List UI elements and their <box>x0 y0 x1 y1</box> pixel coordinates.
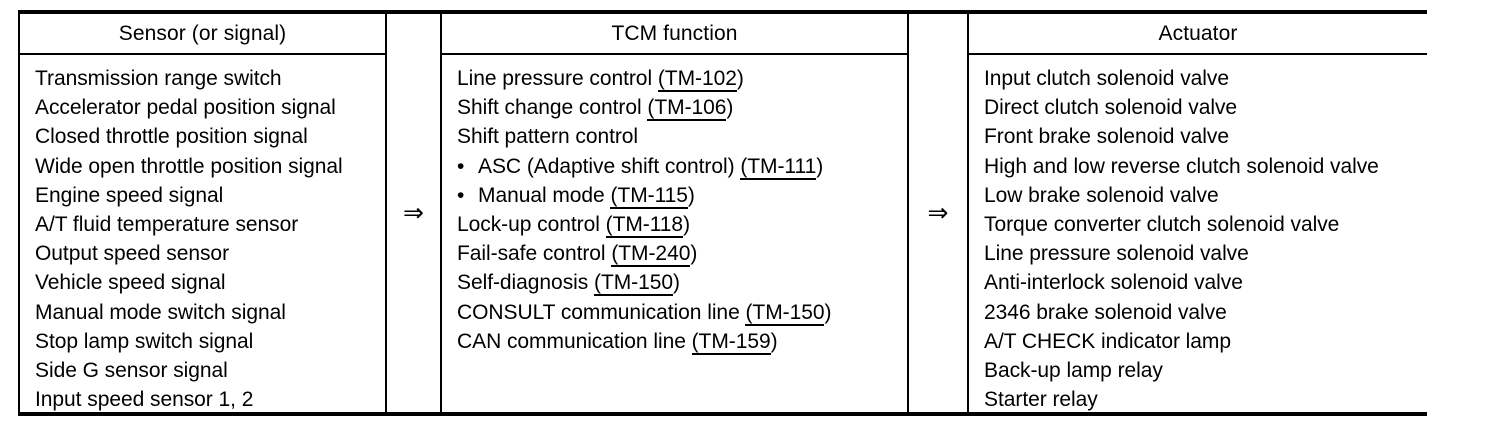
cross-reference-link[interactable]: (TM-106) <box>647 96 734 122</box>
cross-reference-link[interactable]: (TM-159) <box>691 329 778 355</box>
list-item-label: Shift change control <box>457 96 648 120</box>
list-item: Self-diagnosis (TM-150) <box>457 268 907 297</box>
column-tcm-function: TCM function Line pressure control (TM-1… <box>440 14 909 412</box>
cross-reference-code[interactable]: (TM-150 <box>745 300 825 326</box>
list-item-label: CAN communication line <box>457 329 692 353</box>
list-item: Output speed sensor <box>35 242 230 266</box>
table-top-rule <box>18 10 1427 14</box>
list-item-label: ASC (Adaptive shift control) <box>478 154 741 178</box>
cross-reference-code[interactable]: (TM-150 <box>594 271 673 297</box>
list-item: Input speed sensor 1, 2 <box>35 388 254 412</box>
list-item: High and low reverse clutch solenoid val… <box>984 154 1379 178</box>
flow-arrow-cell-1: ⇒ <box>387 14 440 412</box>
list-item: Starter relay <box>984 388 1098 412</box>
column-header-actuator: Actuator <box>969 14 1427 55</box>
tcm-system-table: Sensor (or signal) Transmission range sw… <box>18 10 1427 416</box>
list-item: Low brake solenoid valve <box>984 183 1219 207</box>
list-item-label: Line pressure control <box>457 67 658 90</box>
column-header-tcm-function: TCM function <box>442 14 907 55</box>
table-bottom-rule <box>18 412 1427 416</box>
cross-reference-link[interactable]: (TM-150) <box>745 300 832 326</box>
cross-reference-code[interactable]: (TM-240 <box>611 242 691 268</box>
list-item-label: CONSULT communication line <box>457 300 746 324</box>
list-item: Fail-safe control (TM-240) <box>457 239 907 268</box>
list-item: Torque converter clutch solenoid valve <box>984 213 1340 237</box>
list-item: Engine speed signal <box>35 183 224 207</box>
double-right-arrow-icon: ⇒ <box>927 198 949 227</box>
column-sensor: Sensor (or signal) Transmission range sw… <box>18 14 387 412</box>
list-item-label: Self-diagnosis <box>457 271 594 295</box>
column-header-tcm-function-label: TCM function <box>611 22 738 45</box>
list-item: Closed throttle position signal <box>35 125 308 149</box>
cross-reference-code[interactable]: (TM-106 <box>647 96 727 122</box>
list-item: Lock-up control (TM-118) <box>457 210 907 239</box>
list-item-bullet: ASC (Adaptive shift control) (TM-111) <box>457 152 907 181</box>
list-item: Vehicle speed signal <box>35 271 226 295</box>
cross-reference-link[interactable]: (TM-115) <box>610 183 695 209</box>
list-item: Side G sensor signal <box>35 359 228 383</box>
cross-reference-code[interactable]: (TM-159 <box>691 329 771 355</box>
list-item-label: Shift pattern control <box>457 125 639 149</box>
list-item: Wide open throttle position signal <box>35 154 343 178</box>
list-item: Back-up lamp relay <box>984 359 1163 383</box>
cross-reference-link[interactable]: (TM-111) <box>740 154 824 180</box>
list-item: Anti-interlock solenoid valve <box>984 271 1243 295</box>
cross-reference-link[interactable]: (TM-102) <box>657 67 744 92</box>
cross-reference-code[interactable]: (TM-102 <box>657 67 737 92</box>
list-item: A/T CHECK indicator lamp <box>984 329 1231 353</box>
list-item: A/T fluid temperature sensor <box>35 213 299 237</box>
cross-reference-code[interactable]: (TM-115 <box>610 183 688 209</box>
bullet-icon <box>457 181 468 210</box>
list-item: Manual mode switch signal <box>35 300 286 324</box>
list-item-bullet: Manual mode (TM-115) <box>457 181 907 210</box>
bullet-icon <box>457 152 468 181</box>
list-item: Line pressure solenoid valve <box>984 242 1249 266</box>
list-item: Shift change control (TM-106) <box>457 93 907 122</box>
list-item: Accelerator pedal position signal <box>35 96 336 120</box>
list-item: CAN communication line (TM-159) <box>457 327 907 356</box>
list-item: Transmission range switch <box>35 67 282 90</box>
column-header-actuator-label: Actuator <box>1158 22 1238 45</box>
cross-reference-link[interactable]: (TM-240) <box>611 242 698 268</box>
column-body-tcm-function: Line pressure control (TM-102)Shift chan… <box>442 55 907 356</box>
column-header-sensor: Sensor (or signal) <box>20 14 385 55</box>
list-item: CONSULT communication line (TM-150) <box>457 298 907 327</box>
list-item: Line pressure control (TM-102) <box>457 64 907 93</box>
cross-reference-link[interactable]: (TM-150) <box>594 271 680 297</box>
flow-arrow-cell-2: ⇒ <box>909 14 967 412</box>
cross-reference-link[interactable]: (TM-118) <box>605 213 691 239</box>
cross-reference-code[interactable]: (TM-111 <box>740 154 817 180</box>
column-header-sensor-label: Sensor (or signal) <box>118 22 287 45</box>
double-right-arrow-icon: ⇒ <box>403 198 424 227</box>
cross-reference-code[interactable]: (TM-118 <box>605 213 684 239</box>
list-item-label: Manual mode <box>478 183 611 207</box>
list-item: 2346 brake solenoid valve <box>984 300 1227 324</box>
list-item: Stop lamp switch signal <box>35 329 254 353</box>
list-item: Shift pattern control <box>457 122 907 151</box>
list-item-label: Lock-up control <box>457 213 606 237</box>
list-item-label: Fail-safe control <box>457 242 612 266</box>
list-item: Direct clutch solenoid valve <box>984 96 1238 120</box>
list-item: Front brake solenoid valve <box>984 125 1229 149</box>
list-item: Input clutch solenoid valve <box>984 67 1229 90</box>
